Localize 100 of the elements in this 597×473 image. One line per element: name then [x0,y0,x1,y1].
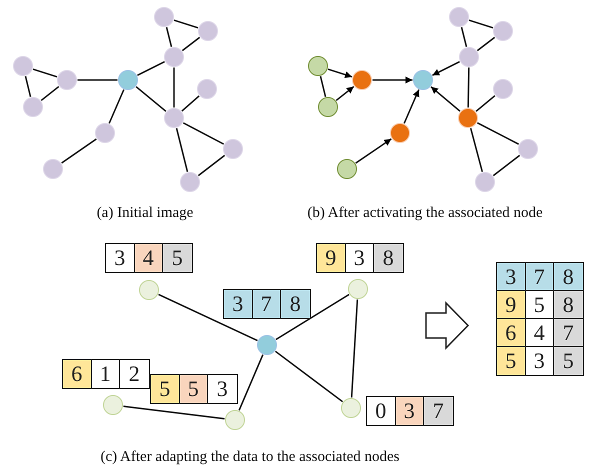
graph-node [458,108,478,128]
graph-node [57,70,77,90]
graph-node [23,97,43,117]
data-cell: 8 [554,291,582,319]
data-cell: 9 [317,244,346,272]
data-cell: 3 [224,290,252,318]
graph-node [337,159,357,179]
connector-line [158,294,258,342]
graph-node [139,280,159,300]
data-cell: 8 [281,290,310,318]
connector-line [61,138,97,164]
data-table [105,243,192,273]
graph-node [341,398,361,418]
connector-line [467,67,470,108]
graph-node [95,123,115,143]
data-cell: 6 [497,319,526,347]
graph-node [198,21,218,41]
graph-node [225,410,245,430]
connector-line [468,19,494,29]
connector-line [173,68,175,108]
graph-node [318,97,338,117]
connector-line [181,95,200,112]
data-cell: 4 [526,319,554,347]
connector-line [78,79,118,81]
connector-line [470,128,484,172]
connector-line [32,68,58,78]
connector-line [276,294,350,340]
connector-line [476,122,520,145]
caption: (a) Initial image [96,205,194,222]
data-table [316,243,404,273]
connector-line [123,406,225,420]
connector-line [476,36,496,52]
connector-line [182,122,224,145]
graph-node [223,139,243,159]
arrow [432,61,460,76]
graph-node [352,70,372,90]
arrow [404,89,420,124]
caption: (b) After activating the associated node [307,205,543,222]
connector-line [174,19,198,29]
graph-node [154,7,174,27]
connector-line [136,86,166,112]
graph-node [459,47,479,67]
graph-node [475,172,495,192]
graph-node [348,279,368,299]
caption: (c) After adapting the data to the associated nodes [100,449,400,466]
data-cell: 8 [554,263,582,291]
graph-node [257,335,277,355]
graph-node [103,395,123,415]
data-table [366,396,454,426]
graph-node [449,7,469,27]
graph-node [308,56,328,76]
graph-node [180,172,200,192]
data-cell: 5 [180,375,208,403]
data-cell: 5 [554,347,582,375]
data-table [223,289,310,319]
data-cell: 3 [497,263,526,291]
graph-node [13,56,33,76]
connector-line [320,76,326,97]
connector-line [274,350,344,402]
data-cell: 9 [497,291,526,319]
arrow [430,86,460,112]
graph-node [390,123,410,143]
data-cell: 3 [396,397,424,425]
graph-node [164,108,184,128]
arrow [336,86,354,102]
graph-node [518,139,538,159]
graph-node [493,79,513,99]
data-cell: 7 [424,397,452,425]
arrow [355,138,392,164]
data-cell: 3 [346,244,374,272]
connector-line [350,299,358,398]
connector-line [137,61,165,76]
data-cell: 7 [554,319,582,347]
graph-node [43,159,63,179]
data-table [150,374,238,404]
connector-line [198,154,226,176]
connector-line [24,76,32,97]
data-cell: 6 [63,360,92,388]
data-table [496,262,584,376]
data-cell: 5 [163,244,192,272]
data-table [62,359,150,389]
graph-node [493,21,513,41]
connector-line [176,128,188,172]
data-cell: 8 [374,244,402,272]
connector-line [238,354,264,411]
graph-node [118,70,138,90]
data-cell: 4 [134,244,163,272]
connector-line [40,86,60,102]
data-cell: 1 [92,360,120,388]
connector-line [182,36,200,52]
connector-line [492,154,520,176]
data-cell: 5 [151,375,180,403]
graph-node [164,47,184,67]
arrow [372,76,412,84]
data-cell: 5 [526,291,554,319]
data-cell: 5 [497,347,526,375]
connector-line [460,27,468,47]
connector-line [476,95,496,112]
graph-node [413,70,433,90]
connector-line [166,27,172,47]
